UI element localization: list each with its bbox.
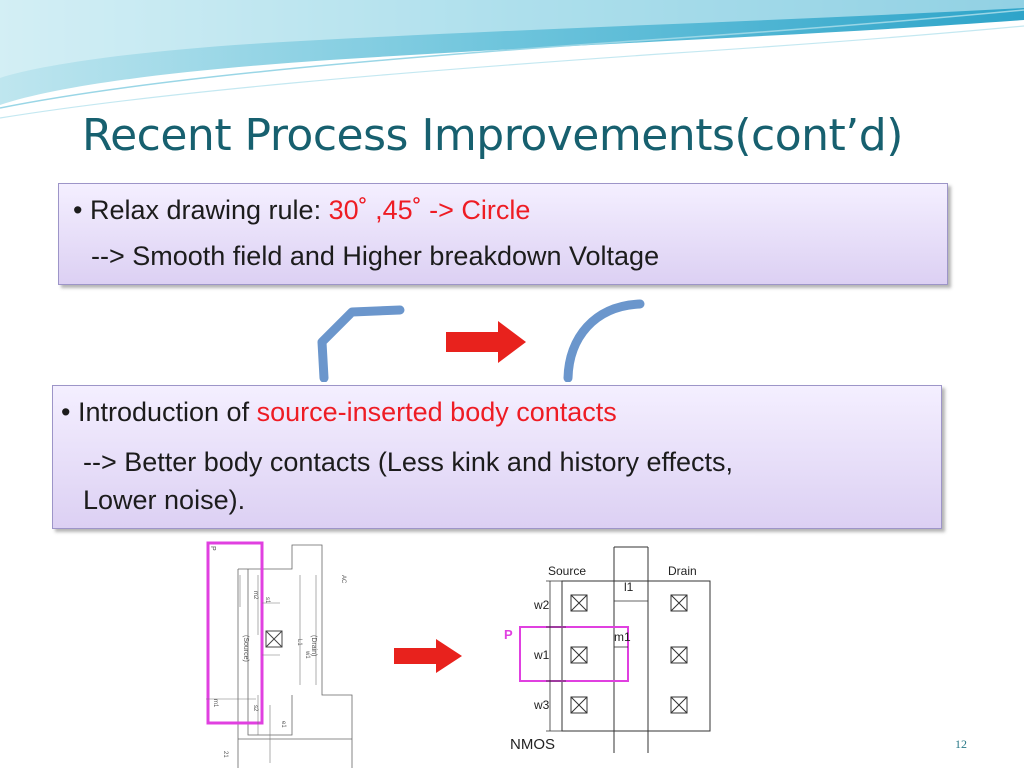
red-arrow-icon — [394, 639, 462, 673]
bullet-box-body-contacts: • Introduction of source-inserted body c… — [52, 385, 942, 529]
red-arrow-icon — [446, 321, 526, 363]
m1-label: m1 — [614, 630, 631, 644]
dim-label-21: 21 — [222, 751, 228, 758]
bullet-lead-text: Relax drawing rule: — [89, 195, 329, 225]
contact-icon — [570, 646, 588, 664]
w2-label: w2 — [533, 598, 550, 612]
source-label: Source — [548, 564, 586, 578]
bullet-lead-text: Introduction of — [77, 397, 257, 427]
angled-corner-shape — [317, 305, 405, 382]
contact-icon — [670, 646, 688, 664]
highlight-text: source-inserted body contacts — [256, 397, 617, 427]
p-label: P — [209, 546, 216, 551]
drain-label: (Drain) — [310, 635, 317, 656]
bullet-dot: • — [61, 397, 71, 427]
slide-title: Recent Process Improvements(cont’d) — [82, 110, 903, 161]
contact-icon — [570, 696, 588, 714]
source-label: (Source) — [242, 635, 249, 662]
sub-line: --> Smooth field and Higher breakdown Vo… — [91, 241, 660, 271]
dim-label-m1: m1 — [212, 699, 218, 708]
dim-label-s1: s1 — [264, 597, 270, 604]
w1-label: w1 — [533, 648, 550, 662]
l1-label: l1 — [624, 580, 634, 594]
bullet-dot: • — [73, 195, 83, 225]
contact-grid — [570, 594, 688, 714]
sub-line-2: Lower noise). — [83, 485, 246, 515]
dim-label-m2: m2 — [252, 591, 258, 600]
dim-label-e1: e1 — [280, 721, 286, 728]
dim-label-s2: s2 — [252, 705, 258, 712]
bullet-box-drawing-rule: • Relax drawing rule: 30˚ ,45˚ -> Circle… — [58, 183, 948, 285]
body-contact-icon — [265, 630, 283, 648]
drain-label: Drain — [668, 564, 697, 578]
p-label: P — [504, 627, 513, 642]
dim-label-w1: w1 — [304, 650, 310, 659]
contact-icon — [570, 594, 588, 612]
page-number: 12 — [955, 737, 967, 751]
highlight-text: 30˚ ,45˚ -> Circle — [328, 195, 531, 225]
dim-label-l1: L1 — [296, 639, 302, 646]
sub-line-1: --> Better body contacts (Less kink and … — [83, 447, 734, 477]
layout-diagram-after: Source Drain l1 m1 w2 w1 w3 P NMOS — [500, 535, 755, 768]
header-wave-decoration — [0, 0, 1024, 119]
rounded-corner-shape — [563, 299, 645, 382]
corner-to-circle-illustration — [317, 299, 645, 382]
nmos-label: NMOS — [510, 736, 555, 753]
contact-icon — [670, 696, 688, 714]
bullet-line-1: • Introduction of source-inserted body c… — [61, 394, 617, 431]
bullet-line-1: • Relax drawing rule: 30˚ ,45˚ -> Circle — [73, 192, 530, 229]
layout-diagram-before: m2 s1 L1 w1 AC m1 s2 e1 21 P (Source) (D… — [200, 535, 370, 768]
dim-label-ac: AC — [340, 575, 346, 584]
contact-icon — [670, 594, 688, 612]
w3-label: w3 — [533, 698, 550, 712]
